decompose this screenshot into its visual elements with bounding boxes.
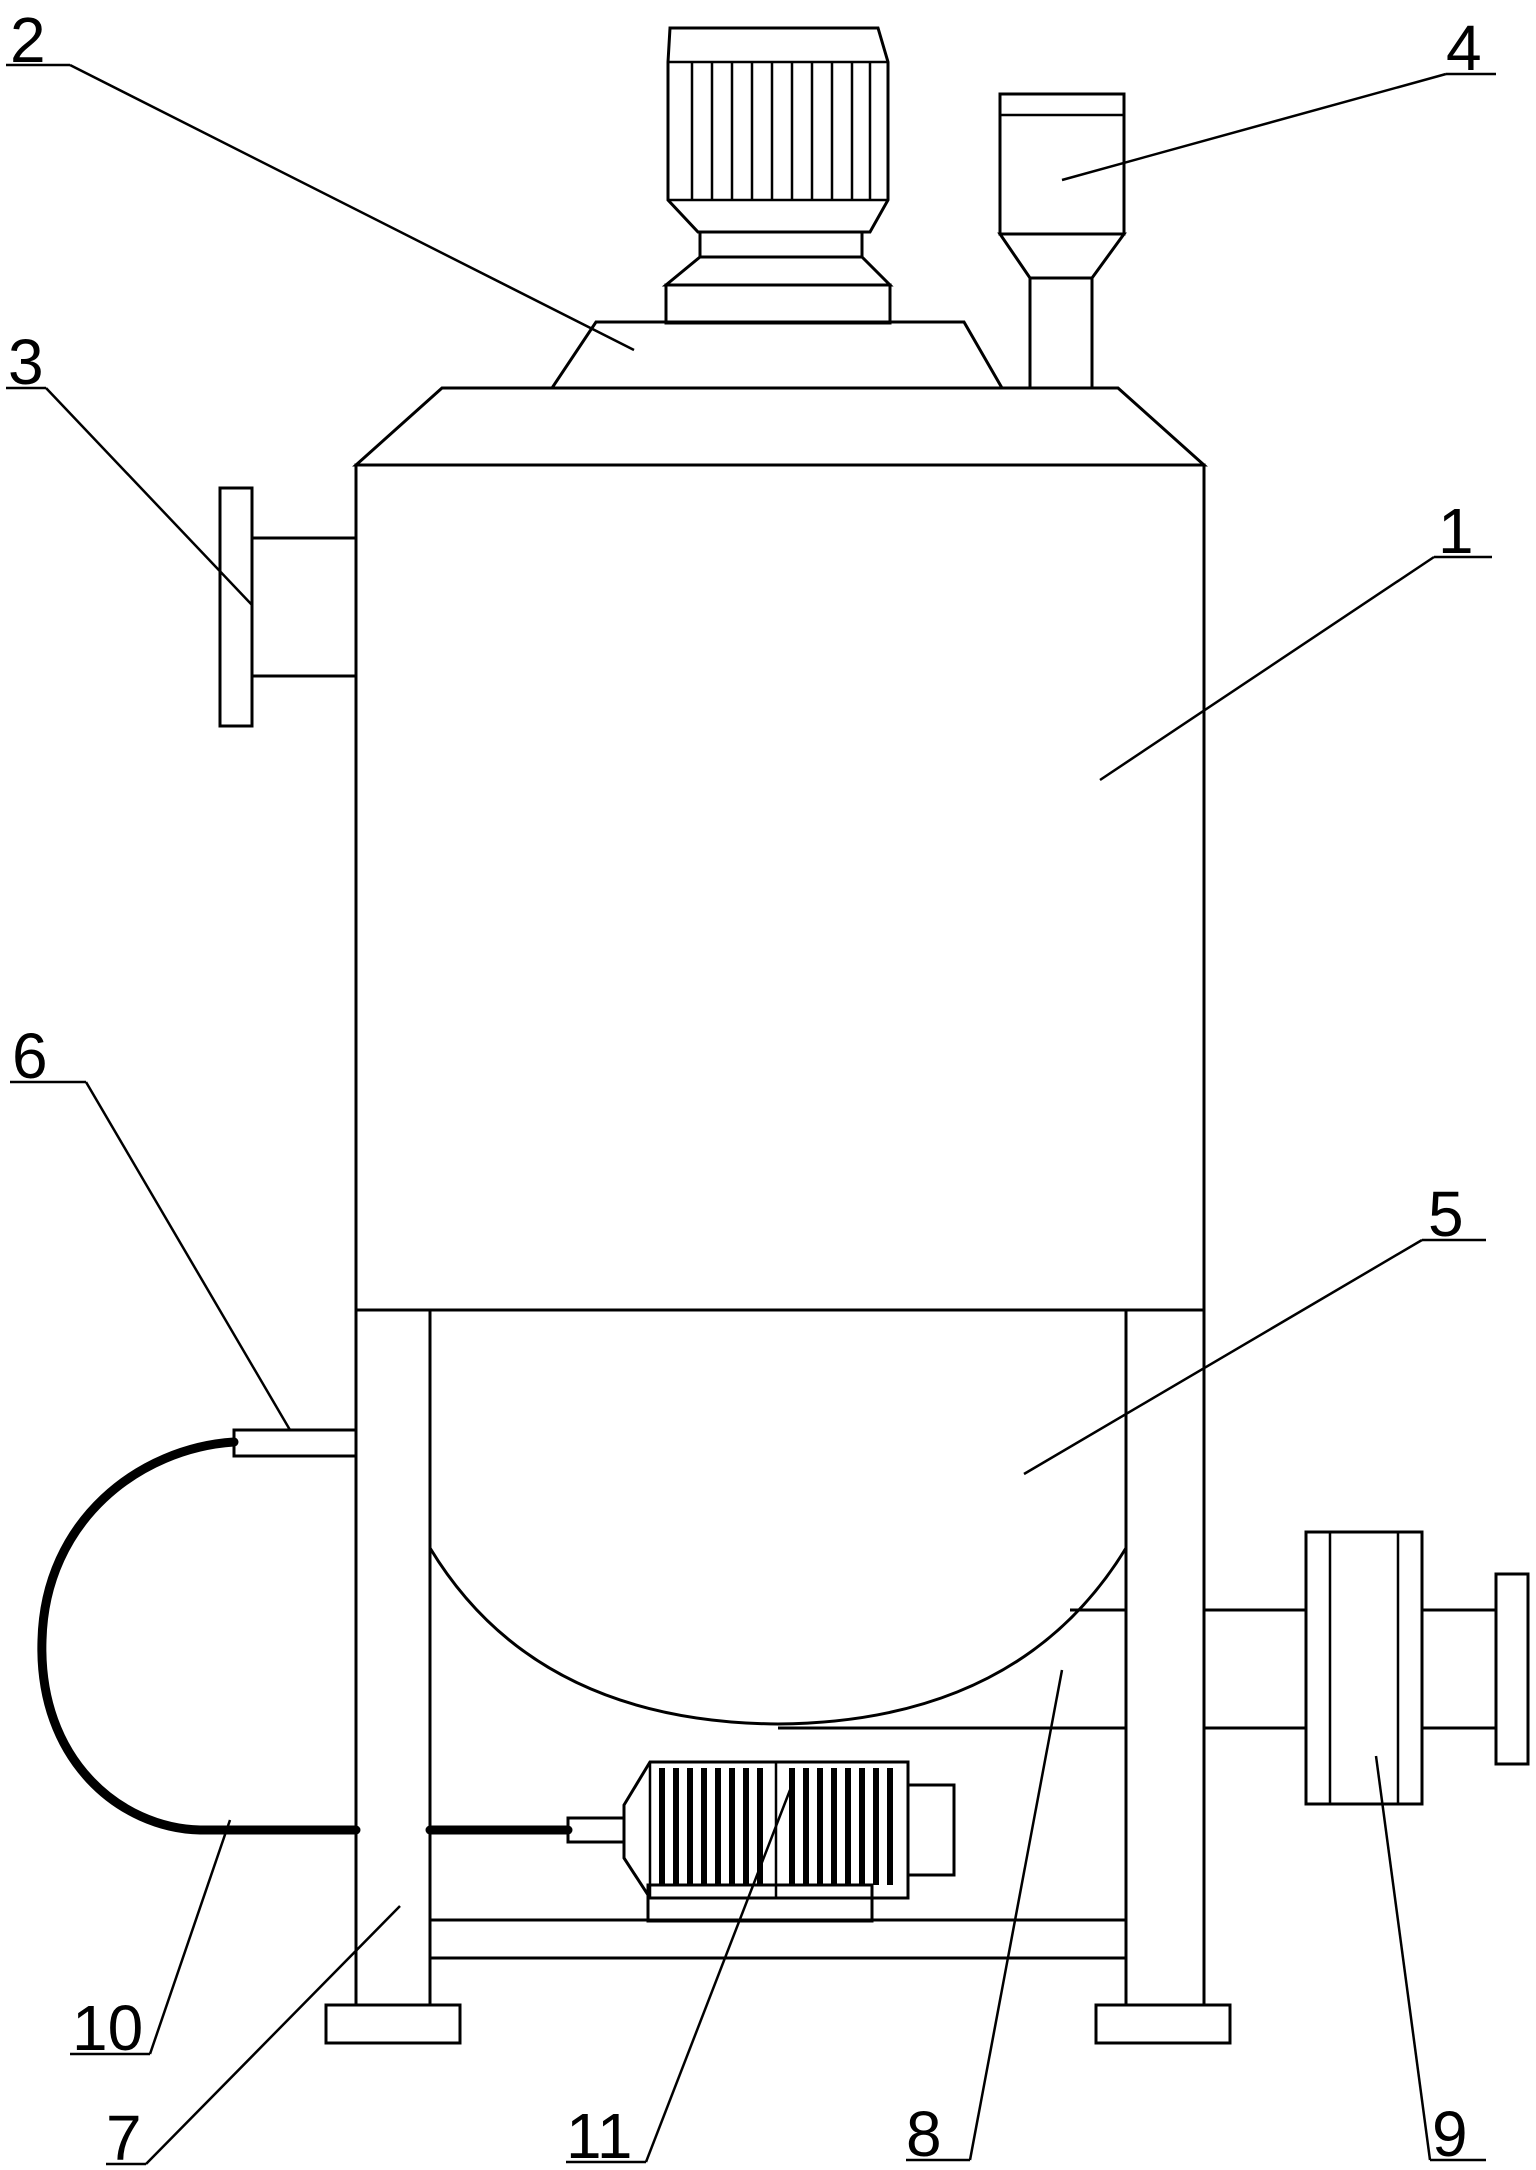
hemispherical-bottom (428, 1547, 1128, 1726)
support-legs (324, 1308, 1232, 2045)
label-2: 2 (10, 4, 46, 76)
top-motor-fins (690, 62, 872, 200)
label-5: 5 (1428, 1178, 1464, 1250)
label-3: 3 (8, 326, 44, 398)
feed-hopper (997, 92, 1127, 390)
leader-lines (6, 63, 1496, 2166)
label-6: 6 (12, 1020, 48, 1092)
discharge-assembly (778, 1530, 1530, 1806)
motor-mount-cover (549, 320, 1005, 390)
label-7: 7 (106, 2102, 142, 2170)
side-flange-inlet (218, 486, 356, 728)
tank-body (354, 463, 1206, 1312)
pump-motor-fins (659, 1768, 893, 1885)
label-1: 1 (1438, 495, 1474, 567)
label-8: 8 (906, 2098, 942, 2170)
pump-motor (622, 1760, 956, 1923)
label-11: 11 (566, 2100, 632, 2170)
label-9: 9 (1432, 2098, 1468, 2170)
label-10: 10 (72, 1992, 143, 2064)
part-labels: 2 3 4 1 5 6 10 7 11 8 9 (8, 4, 1482, 2170)
hose-assembly (37, 1428, 626, 1844)
top-motor (661, 26, 894, 325)
label-4: 4 (1446, 12, 1482, 84)
tank-top-cap (352, 386, 1208, 467)
